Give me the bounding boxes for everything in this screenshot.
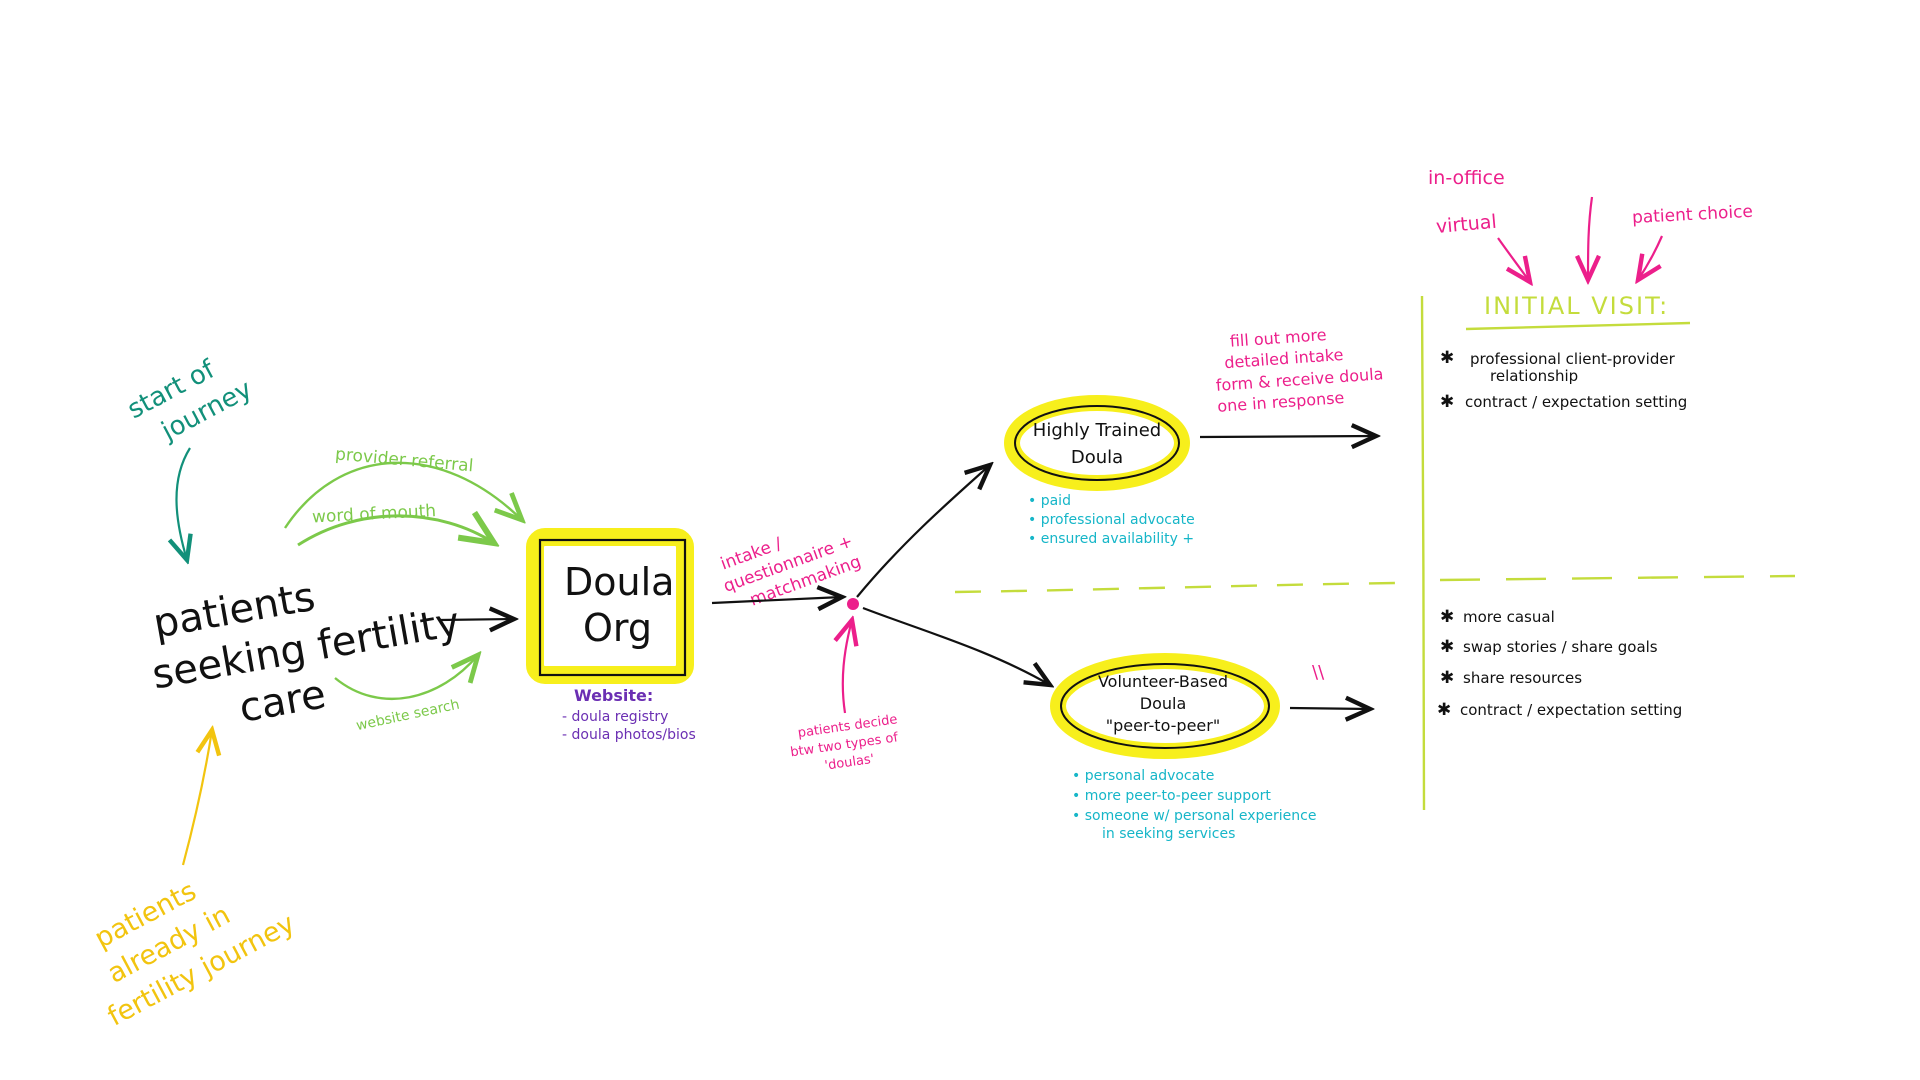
separator-left: [954, 581, 1396, 594]
provider-referral-arrow: [284, 461, 522, 529]
volunteer-bullet-4: in seeking services: [1102, 826, 1235, 842]
volunteer-highlight: [1050, 653, 1280, 759]
volunteer-line-3: "peer-to-peer": [1106, 716, 1220, 735]
virtual-label: virtual: [1435, 211, 1497, 238]
volunteer-bullet-2: • more peer-to-peer support: [1072, 788, 1271, 804]
visit-bottom-star-3: ✱: [1440, 668, 1454, 688]
website-search-arrow: [334, 655, 478, 700]
trained-bullet-1: • paid: [1028, 493, 1071, 509]
in-office-label: in-office: [1428, 167, 1505, 189]
visit-bottom-item-1: more casual: [1463, 608, 1555, 626]
website-info: Website: - doula registry - doula photos…: [562, 686, 696, 743]
visit-bottom-star-2: ✱: [1440, 637, 1454, 657]
website-item-1: - doula registry: [562, 709, 668, 725]
volunteer-doula-node: Volunteer-Based Doula "peer-to-peer": [1050, 653, 1280, 759]
patients-already-note: patients already in fertility journey: [90, 876, 300, 1033]
visit-top-star-1: ✱: [1440, 348, 1454, 368]
volunteer-outline: [1060, 663, 1270, 749]
start-of-journey-note: start of journey: [123, 354, 257, 447]
trained-highlight: [1004, 395, 1190, 491]
doula-org-node: Doula Org: [526, 528, 694, 684]
virtual-arrow: [1497, 237, 1530, 282]
trained-bullets: • paid • professional advocate • ensured…: [1028, 493, 1195, 547]
decide-note: patients decide btw two types of 'doulas…: [789, 712, 899, 774]
visit-top-list: ✱ professional client-provider relations…: [1440, 348, 1687, 412]
visit-bottom-item-2: swap stories / share goals: [1463, 638, 1658, 656]
visit-bottom-item-3: share resources: [1463, 669, 1582, 687]
to-volunteer-arrow: [862, 606, 1050, 685]
decision-point: [847, 598, 859, 610]
visit-top-item-2: contract / expectation setting: [1465, 393, 1687, 411]
decide-line-3: 'doulas': [824, 752, 876, 774]
patient-choice-label: patient choice: [1632, 202, 1754, 228]
provider-referral-label: provider referral: [334, 444, 474, 476]
trained-bullet-2: • professional advocate: [1028, 512, 1195, 528]
word-of-mouth-label: word of mouth: [312, 501, 437, 527]
highly-trained-doula-node: Highly Trained Doula: [1004, 395, 1190, 491]
to-trained-arrow: [856, 465, 990, 598]
visit-top-item-1: professional client-provider: [1470, 350, 1676, 368]
visit-divider: [1420, 295, 1426, 811]
website-search-label: website search: [355, 697, 461, 735]
patient-choice-arrow: [1638, 235, 1664, 280]
volunteer-bullets: • personal advocate • more peer-to-peer …: [1072, 768, 1316, 842]
visit-top-item-1b: relationship: [1490, 367, 1578, 385]
already-arrow: [181, 730, 212, 866]
website-title: Website:: [574, 686, 653, 705]
volunteer-bullet-3: • someone w/ personal experience: [1072, 808, 1316, 824]
volunteer-line-2: Doula: [1140, 694, 1187, 713]
visit-top-star-2: ✱: [1440, 392, 1454, 412]
patients-to-org-arrow: [439, 619, 514, 620]
volunteer-to-visit-arrow: [1289, 708, 1370, 709]
visit-bottom-star-4: ✱: [1437, 700, 1451, 720]
visit-bottom-item-4: contract / expectation setting: [1460, 701, 1682, 719]
ditto-mark: \\: [1312, 662, 1325, 683]
visit-bottom-star-1: ✱: [1440, 607, 1454, 627]
doula-org-line-1: Doula: [564, 560, 674, 604]
word-of-mouth-arrow: [297, 516, 494, 545]
trained-line-1: Highly Trained: [1033, 420, 1161, 441]
org-to-decision-arrow: [711, 597, 842, 603]
fill-out-note: fill out more detailed intake form & rec…: [1215, 325, 1384, 416]
doula-org-box: [538, 538, 687, 677]
separator-right: [1439, 574, 1796, 582]
trained-line-2: Doula: [1071, 447, 1123, 468]
trained-outline: [1014, 405, 1180, 481]
trained-to-visit-arrow: [1199, 436, 1376, 437]
initial-visit-title: INITIAL VISIT:: [1484, 292, 1669, 320]
doula-org-line-2: Org: [583, 606, 652, 650]
volunteer-line-1: Volunteer-Based: [1098, 672, 1228, 691]
start-arrow: [176, 447, 190, 560]
website-item-2: - doula photos/bios: [562, 727, 696, 743]
trained-bullet-3: • ensured availability +: [1028, 531, 1194, 547]
in-office-arrow: [1588, 196, 1592, 280]
visit-bottom-list: ✱ more casual ✱ swap stories / share goa…: [1437, 607, 1682, 720]
decide-arrow: [843, 620, 852, 714]
volunteer-bullet-1: • personal advocate: [1072, 768, 1214, 784]
initial-visit-underline: [1465, 321, 1691, 331]
